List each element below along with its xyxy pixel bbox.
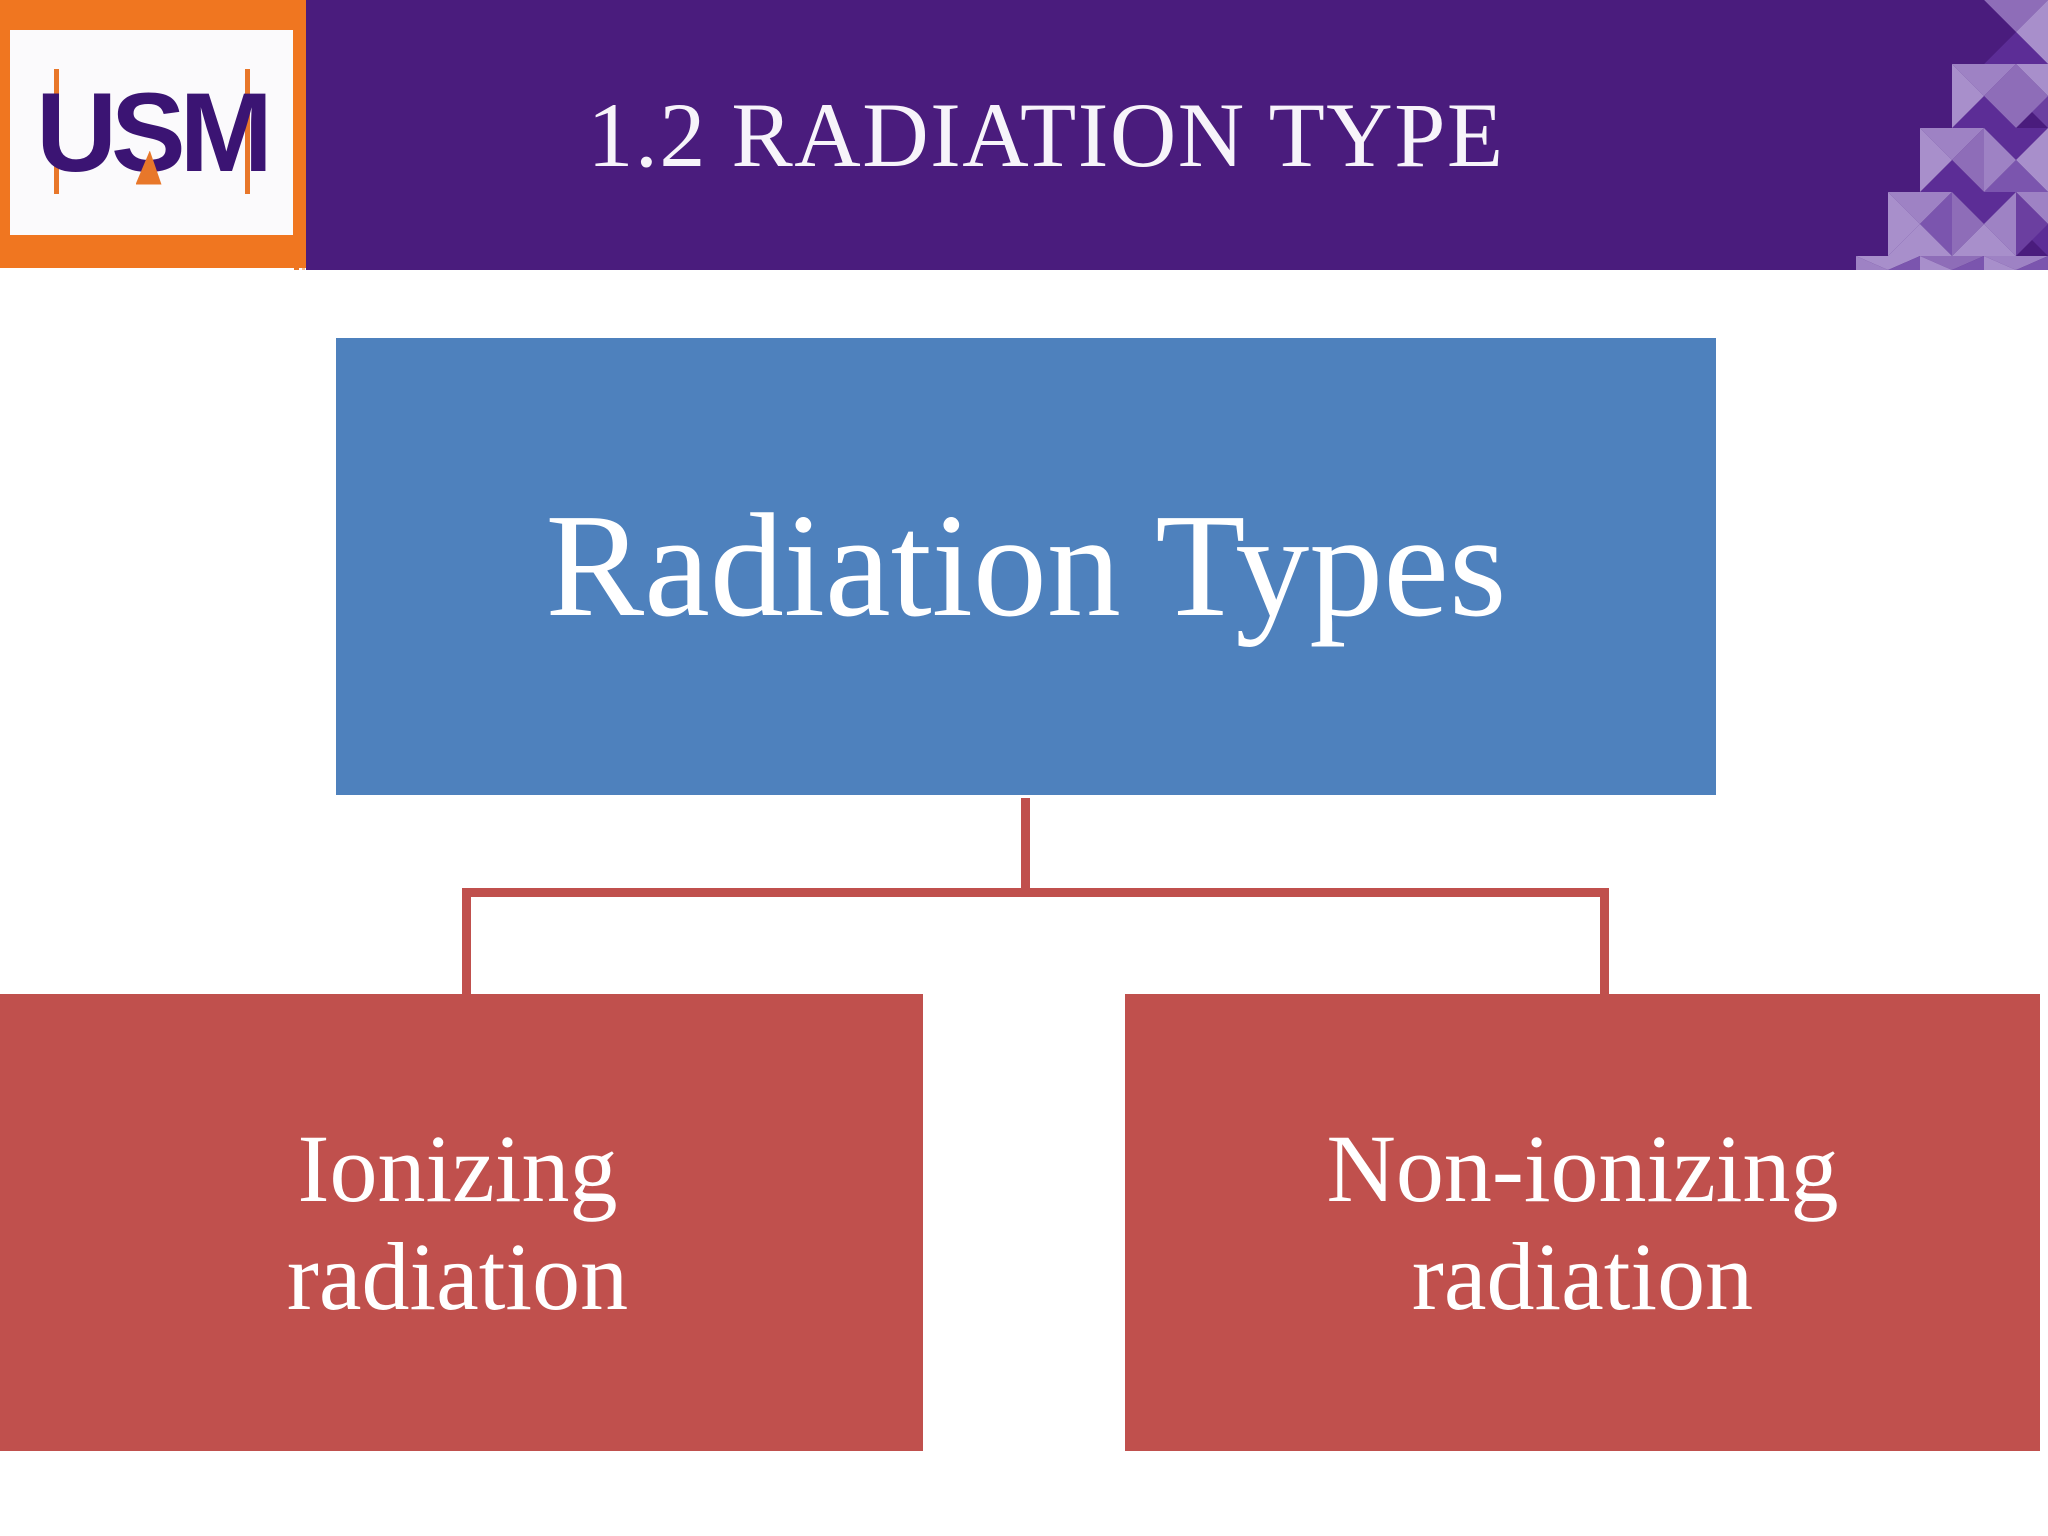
- node-label-line-1: Non-ionizing: [1326, 1114, 1839, 1222]
- diagram-node-ionizing-radiation: Ionizing radiation: [0, 994, 923, 1451]
- node-label-line-2: radiation: [1411, 1222, 1754, 1330]
- usm-logo-bar-left: [53, 68, 59, 194]
- slide-header: 1.2 RADIATION TYPE: [0, 0, 2048, 270]
- connector-stem: [1021, 798, 1030, 894]
- connector-drop-right: [1600, 888, 1609, 996]
- header-bar: [306, 0, 2048, 270]
- usm-logo-plate: USM: [10, 30, 293, 235]
- usm-logo-mark: USM: [36, 63, 273, 203]
- usm-logo: USM: [0, 0, 306, 268]
- diagram-root-node: Radiation Types: [336, 338, 1716, 795]
- node-label-line-1: Ionizing: [297, 1114, 618, 1222]
- diagram-node-non-ionizing-radiation: Non-ionizing radiation: [1125, 994, 2040, 1451]
- connector-drop-left: [462, 888, 471, 996]
- usm-logo-bar-right: [244, 68, 250, 194]
- page-title: 1.2 RADIATION TYPE: [587, 84, 1505, 186]
- connector-crossbar: [462, 888, 1609, 897]
- node-label-line-2: radiation: [286, 1222, 629, 1330]
